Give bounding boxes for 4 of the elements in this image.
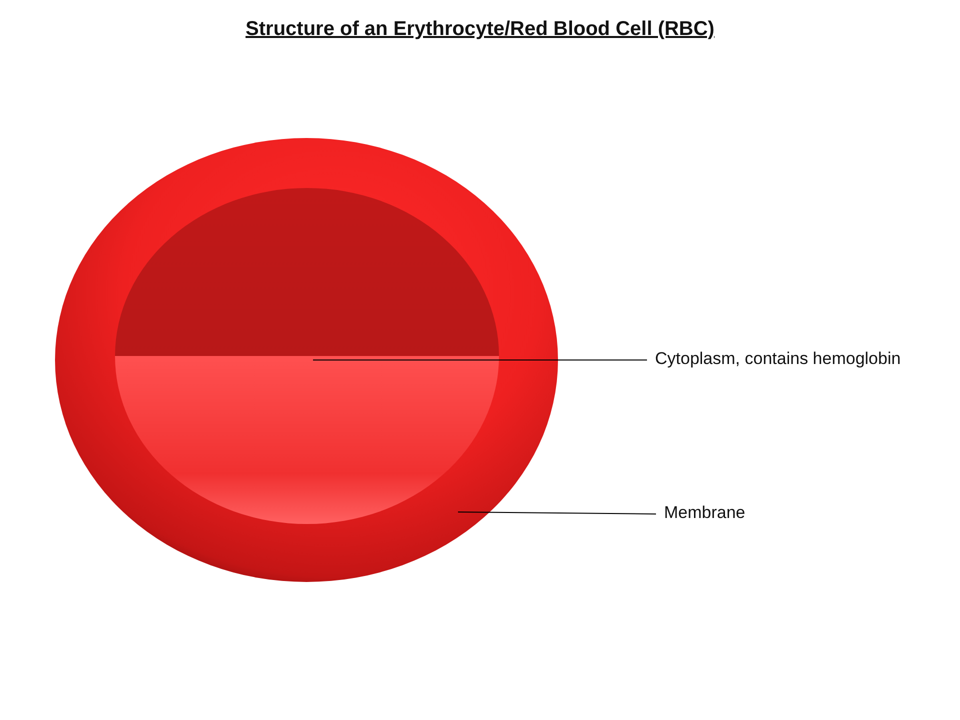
diagram-title: Structure of an Erythrocyte/Red Blood Cell (RBC) bbox=[246, 18, 714, 40]
part-label: Membrane bbox=[664, 503, 746, 523]
part-label: Cytoplasm, contains hemoglobin bbox=[655, 349, 901, 369]
leader-line bbox=[458, 512, 656, 514]
